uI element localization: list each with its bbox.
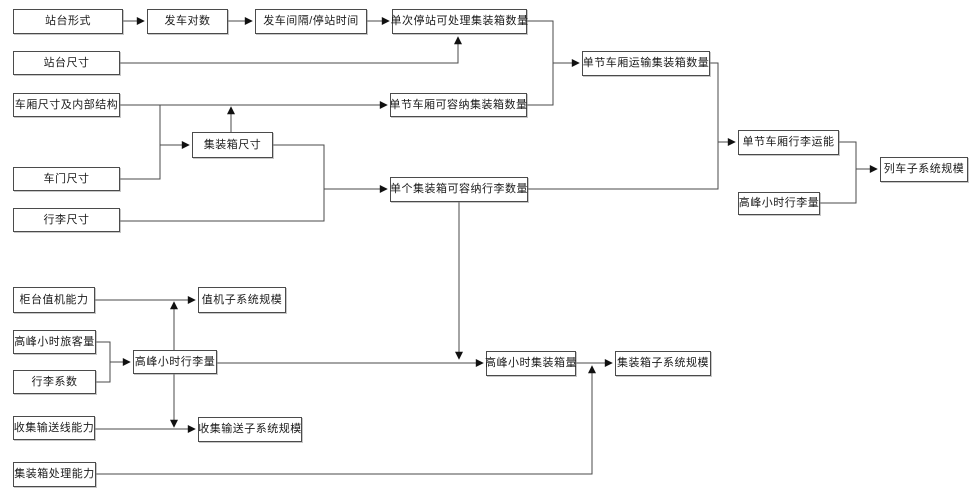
node-collection-subsystem-scale: 收集输送子系统规模 <box>198 417 302 442</box>
node-peak-hour-baggage-right: 高峰小时行李量 <box>738 192 820 215</box>
node-baggage-per-container: 单个集装箱可容纳行李数量 <box>390 177 528 202</box>
node-platform-type: 站台形式 <box>13 9 123 34</box>
node-train-subsystem-scale: 列车子系统规模 <box>880 157 968 182</box>
node-containers-per-car-capacity: 单节车厢可容纳集装箱数量 <box>390 93 527 117</box>
node-peak-hour-passengers: 高峰小时旅客量 <box>13 330 96 354</box>
node-departure-interval: 发车间隔/停站时间 <box>255 9 367 34</box>
node-baggage-coefficient: 行李系数 <box>13 370 96 394</box>
edge-container-handling-up <box>96 365 596 475</box>
node-collection-conveyor-capacity: 收集输送线能力 <box>13 416 95 440</box>
junction-transport-vertical <box>527 20 554 106</box>
node-peak-hour-baggage: 高峰小时行李量 <box>133 350 217 374</box>
edge-platform-size-to-containers-per-stop <box>120 36 462 64</box>
node-container-size: 集装箱尺寸 <box>192 132 273 158</box>
node-baggage-size: 行李尺寸 <box>13 208 120 232</box>
node-car-baggage-capacity: 单节车厢行李运能 <box>738 130 839 155</box>
node-car-size-structure: 车厢尺寸及内部结构 <box>13 93 120 117</box>
node-peak-hour-containers: 高峰小时集装箱量 <box>485 351 577 376</box>
node-containers-per-car-transport: 单节车厢运输集装箱数量 <box>582 51 710 76</box>
node-container-handling-capacity: 集装箱处理能力 <box>13 462 96 487</box>
node-counter-checkin-capacity: 柜台值机能力 <box>13 287 95 313</box>
node-platform-size: 站台尺寸 <box>13 51 120 75</box>
junction-peak-baggage-bracket <box>96 341 111 383</box>
node-checkin-subsystem-scale: 值机子系统规模 <box>198 287 286 313</box>
node-departure-pairs: 发车对数 <box>147 9 228 34</box>
node-containers-per-stop: 单次停站可处理集装箱数量 <box>391 9 528 34</box>
junction-car-baggage-vertical <box>528 62 719 190</box>
junction-baggage-size-vertical <box>120 144 325 222</box>
node-door-size: 车门尺寸 <box>13 167 120 191</box>
node-container-subsystem-scale: 集装箱子系统规模 <box>615 351 711 376</box>
junction-train-vertical <box>820 141 857 204</box>
junction-door-vertical <box>120 105 161 180</box>
